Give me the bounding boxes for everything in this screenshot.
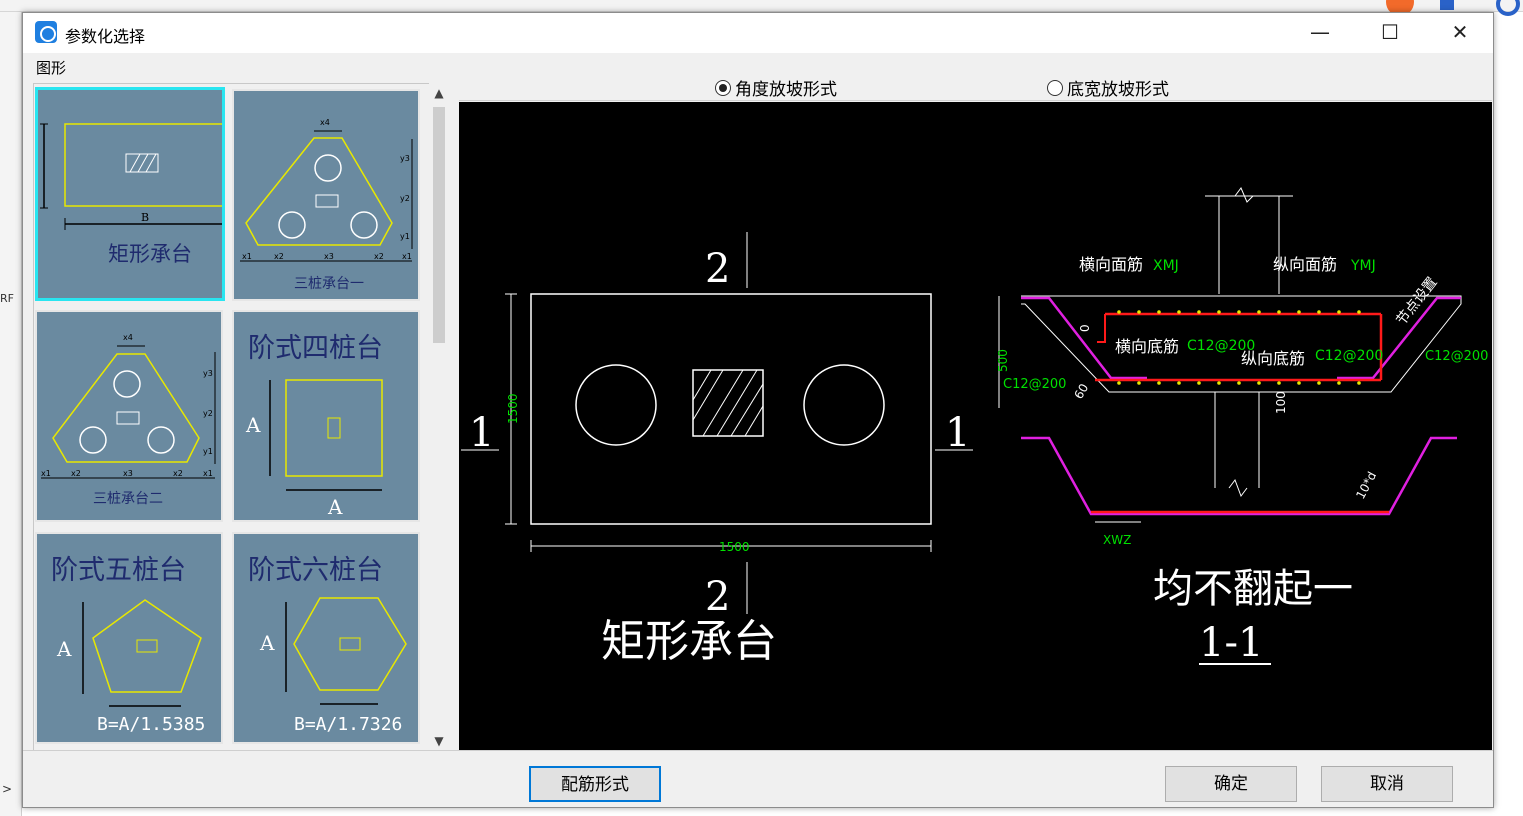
- thumb-dim-x1b: x1: [203, 469, 213, 478]
- dialog-titlebar[interactable]: 参数化选择 — ☐ ✕: [23, 13, 1493, 53]
- rebar-form-button[interactable]: 配筋形式: [529, 766, 661, 802]
- thumbnail-scrollbar[interactable]: ▲ ▼: [429, 83, 449, 751]
- plan-title: 矩形承台: [601, 616, 777, 667]
- plan-width-dim: 1500: [719, 540, 750, 554]
- section-anchor-dim: 10*d: [1353, 469, 1379, 501]
- background-left-text: RF: [0, 292, 14, 305]
- ime-logo-icon: [1386, 0, 1520, 16]
- section-mark-right: 1: [945, 410, 970, 456]
- label-bottom-longitudinal-spec: C12@200: [1315, 348, 1383, 364]
- close-button[interactable]: ✕: [1451, 20, 1469, 44]
- scroll-down-icon[interactable]: ▼: [434, 734, 444, 748]
- stepped-five-pile-preview: A: [56, 599, 202, 707]
- thumb-dim-x1b: x1: [402, 252, 412, 261]
- radio-checked-icon: [715, 79, 731, 96]
- thumb-dim-y2: y2: [400, 194, 410, 203]
- dialog-title: 参数化选择: [65, 27, 146, 46]
- label-side-left-spec: C12@200: [1003, 377, 1066, 392]
- plan-height-dim: 1500: [506, 393, 520, 424]
- rect-cap-preview: B: [40, 123, 222, 230]
- background-toolbar-strip: [0, 0, 1523, 12]
- radio-label: 底宽放坡形式: [1067, 80, 1169, 100]
- thumb-dim-x2b: x2: [374, 252, 384, 261]
- thumb-dim-x1: x1: [242, 252, 252, 261]
- cad-drawing: 1500 1500 2 2 1 1 矩形承台: [461, 187, 1488, 667]
- thumbnail-stepped-six-pile[interactable]: 阶式六桩台 A B=A/1.7326: [232, 532, 420, 744]
- thumbnail-label: 阶式四桩台: [248, 333, 383, 364]
- label-side-right-spec: C12@200: [1425, 349, 1488, 364]
- thumb-dim-a: A: [259, 631, 275, 655]
- thumbnail-label: 阶式五桩台: [51, 555, 186, 586]
- parametric-select-dialog: 参数化选择 — ☐ ✕ 图形 B 矩形承台: [22, 12, 1494, 808]
- thumbnail-rect-cap[interactable]: B 矩形承台: [35, 87, 225, 301]
- section-xwz-label: XWZ: [1103, 533, 1131, 547]
- cad-preview-canvas: 1500 1500 2 2 1 1 矩形承台: [459, 102, 1492, 751]
- label-top-transverse: 横向面筋: [1079, 255, 1143, 274]
- ok-button[interactable]: 确定: [1165, 766, 1297, 802]
- thumb-dim-x3: x3: [123, 469, 133, 478]
- thumb-dim-x2: x2: [274, 252, 284, 261]
- label-bottom-longitudinal: 纵向底筋: [1241, 349, 1305, 368]
- three-pile-cap-1-preview: x4 y3 y2 y1 x1 x2 x3 x2 x1: [240, 118, 413, 262]
- thumbnail-stepped-five-pile[interactable]: 阶式五桩台 A B=A/1.5385: [35, 532, 223, 744]
- cancel-button[interactable]: 取消: [1321, 766, 1453, 802]
- label-bottom-transverse: 横向底筋: [1115, 337, 1179, 356]
- stepped-four-pile-preview: A A: [245, 379, 383, 519]
- thumb-dim-y2: y2: [203, 409, 213, 418]
- maximize-button[interactable]: ☐: [1381, 20, 1399, 44]
- thumb-dim-y1: y1: [203, 447, 213, 456]
- thumbnail-formula: B=A/1.5385: [97, 714, 206, 735]
- thumb-dim-y1: y1: [400, 232, 410, 241]
- shapes-section-label: 图形: [36, 59, 67, 77]
- thumb-dim-y3: y3: [400, 154, 410, 163]
- minimize-button[interactable]: —: [1310, 20, 1330, 44]
- section-mark-left: 1: [469, 410, 494, 456]
- thumbnail-three-pile-cap-2[interactable]: x4 y3 y2 y1 x1 x2 x3 x2 x1 三桩承台二: [35, 310, 223, 522]
- section-title-note: 均不翻起一: [1153, 566, 1353, 612]
- section-angle-dim: 60: [1071, 381, 1091, 401]
- thumbnail-label: 矩形承台: [108, 242, 192, 266]
- three-pile-cap-2-preview: x4 y3 y2 y1 x1 x2 x3 x2 x1: [41, 333, 216, 479]
- thumb-dim-y3: y3: [203, 369, 213, 378]
- section-mark-top: 2: [705, 246, 730, 292]
- thumb-dim-x2b: x2: [173, 469, 183, 478]
- thumb-dim-x2: x2: [71, 469, 81, 478]
- app-icon: [35, 21, 57, 43]
- thumbnail-label: 三桩承台一: [294, 276, 364, 292]
- thumb-dim-x3: x3: [324, 252, 334, 261]
- background-left-panel: RF >: [0, 12, 22, 816]
- scroll-thumb[interactable]: [433, 107, 445, 343]
- radio-angle-slope[interactable]: 角度放坡形式: [715, 75, 837, 100]
- section-zero-dim: 0: [1078, 324, 1092, 332]
- label-top-transverse-code: XMJ: [1153, 258, 1179, 274]
- radio-unchecked-icon: [1047, 79, 1063, 96]
- thumbnail-label: 三桩承台二: [93, 491, 163, 507]
- thumb-dim-x4: x4: [320, 118, 330, 127]
- thumb-dim-a: A: [245, 413, 261, 437]
- thumbnail-formula: B=A/1.7326: [294, 714, 403, 735]
- slope-mode-radio-group: 角度放坡形式 底宽放坡形式: [459, 67, 1492, 101]
- stepped-six-pile-preview: A: [259, 597, 407, 705]
- shape-thumbnail-list[interactable]: B 矩形承台 x4 y3 y2 y1 x1 x2 x3 x2: [33, 83, 437, 751]
- thumbnail-three-pile-cap-1[interactable]: x4 y3 y2 y1 x1 x2 x3 x2 x1 三桩承台一: [232, 89, 420, 301]
- thumb-dim-b: B: [141, 211, 149, 224]
- section-hundred-dim: 100: [1274, 391, 1288, 414]
- scroll-up-icon[interactable]: ▲: [434, 86, 444, 100]
- radio-bottom-width-slope[interactable]: 底宽放坡形式: [1047, 75, 1169, 100]
- label-bottom-transverse-spec: C12@200: [1187, 338, 1255, 354]
- thumb-dim-x1: x1: [41, 469, 51, 478]
- section-height-dim: 500: [996, 349, 1010, 372]
- thumbnail-label: 阶式六桩台: [248, 555, 383, 586]
- thumb-dim-a: A: [56, 637, 72, 661]
- thumb-dim-a2: A: [327, 495, 343, 519]
- label-top-longitudinal-code: YMJ: [1350, 258, 1376, 274]
- section-name: 1-1: [1199, 620, 1263, 666]
- section-mark-bottom: 2: [705, 574, 730, 620]
- footer-divider: [23, 750, 1493, 751]
- radio-label: 角度放坡形式: [735, 80, 837, 100]
- expand-arrow-icon[interactable]: >: [2, 782, 13, 796]
- label-top-longitudinal: 纵向面筋: [1273, 255, 1337, 274]
- thumbnail-stepped-four-pile[interactable]: 阶式四桩台 A A: [232, 310, 420, 522]
- thumb-dim-x4: x4: [123, 333, 133, 342]
